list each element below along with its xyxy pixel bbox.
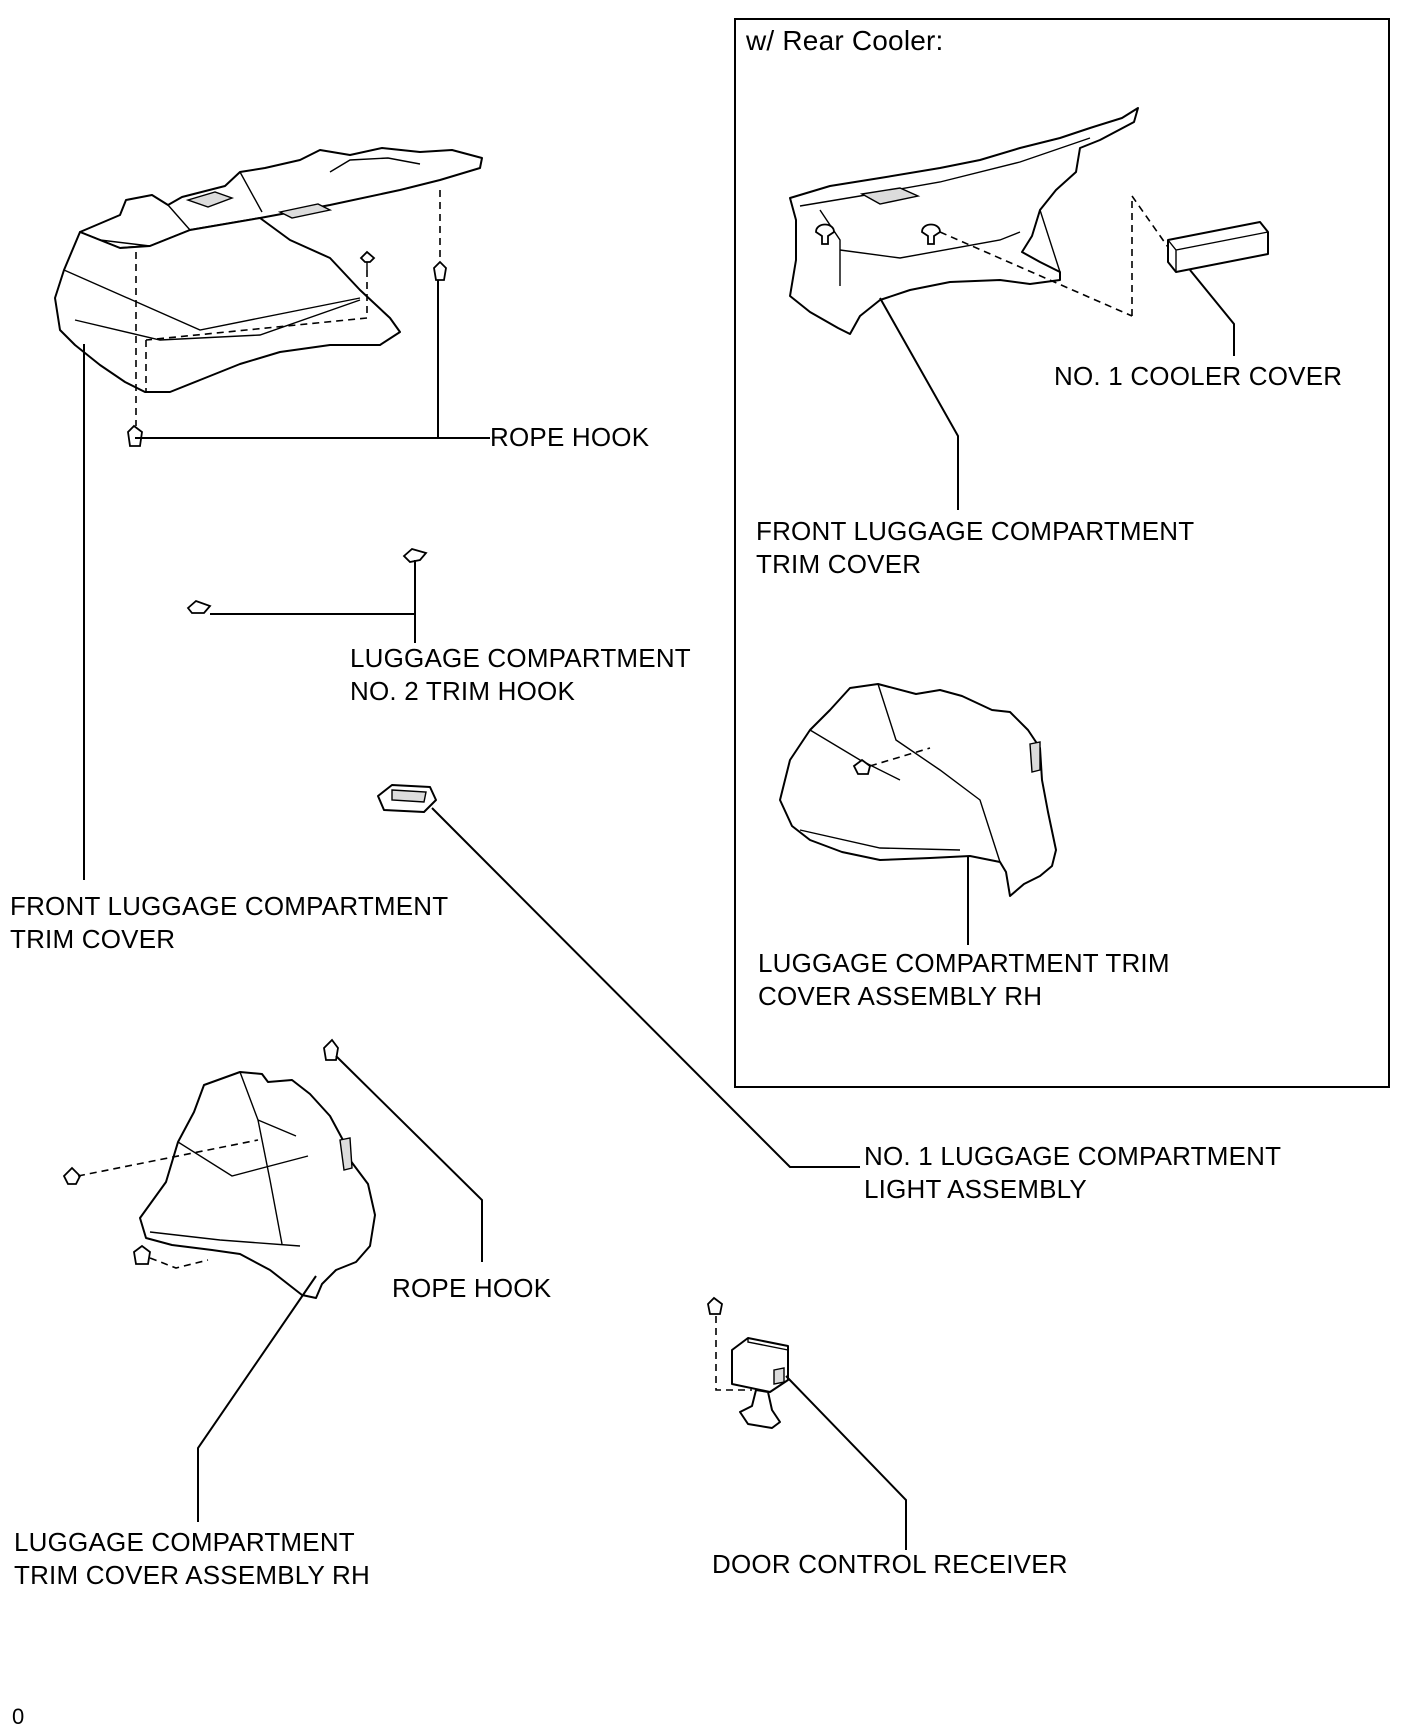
trim-cover-rh-drawing-inset [779, 683, 1057, 897]
label-light-assembly: NO. 1 LUGGAGE COMPARTMENT LIGHT ASSEMBLY [864, 1140, 1281, 1206]
inset-clips [815, 223, 941, 245]
label-trim-cover-rh-inset: LUGGAGE COMPARTMENT TRIM COVER ASSEMBLY … [758, 947, 1170, 1013]
label-trim-cover-rh-inset-line-2: COVER ASSEMBLY RH [758, 981, 1043, 1011]
rope-hook-clip-bottom [62, 1038, 339, 1265]
front-trim-cover-inset-drawing [789, 107, 1139, 335]
rear-cooler-inset-frame [734, 18, 1390, 1088]
label-trim-hook: LUGGAGE COMPARTMENT NO. 2 TRIM HOOK [350, 642, 691, 708]
trim-hook-clips [186, 548, 428, 614]
front-trim-cover-drawing [54, 147, 483, 393]
label-front-trim-cover-inset-line-2: TRIM COVER [756, 549, 922, 579]
label-rope-hook-top: ROPE HOOK [490, 422, 650, 452]
label-front-trim-cover-inset-line-1: FRONT LUGGAGE COMPARTMENT [756, 516, 1195, 546]
label-trim-cover-rh-left-line-2: TRIM COVER ASSEMBLY RH [14, 1560, 370, 1590]
label-front-trim-cover-left: FRONT LUGGAGE COMPARTMENT TRIM COVER [10, 890, 448, 956]
label-trim-hook-line-1: LUGGAGE COMPARTMENT [350, 643, 691, 673]
label-trim-cover-rh-inset-line-1: LUGGAGE COMPARTMENT TRIM [758, 948, 1170, 978]
label-trim-cover-rh-left-line-1: LUGGAGE COMPARTMENT [14, 1527, 355, 1557]
rope-hook-clips-top [127, 250, 447, 447]
door-control-receiver-drawing [707, 1296, 789, 1429]
label-door-control-receiver: DOOR CONTROL RECEIVER [712, 1549, 1068, 1579]
figure-code: 0 [12, 1704, 25, 1729]
label-rope-hook-bottom: ROPE HOOK [392, 1273, 552, 1303]
luggage-light-drawing [377, 784, 437, 813]
label-trim-cover-rh-left: LUGGAGE COMPARTMENT TRIM COVER ASSEMBLY … [14, 1526, 370, 1592]
label-cooler-cover: NO. 1 COOLER COVER [1054, 361, 1343, 391]
label-front-trim-cover-inset: FRONT LUGGAGE COMPARTMENT TRIM COVER [756, 515, 1194, 581]
label-trim-hook-line-2: NO. 2 TRIM HOOK [350, 676, 575, 706]
label-front-trim-cover-left-line-1: FRONT LUGGAGE COMPARTMENT [10, 891, 449, 921]
label-front-trim-cover-left-line-2: TRIM COVER [10, 924, 176, 954]
cooler-cover-drawing [1167, 221, 1269, 273]
inset-title: w/ Rear Cooler: [746, 25, 944, 56]
label-light-assembly-line-1: NO. 1 LUGGAGE COMPARTMENT [864, 1141, 1282, 1171]
trim-cover-rh-drawing-left [139, 1071, 376, 1299]
label-light-assembly-line-2: LIGHT ASSEMBLY [864, 1174, 1087, 1204]
